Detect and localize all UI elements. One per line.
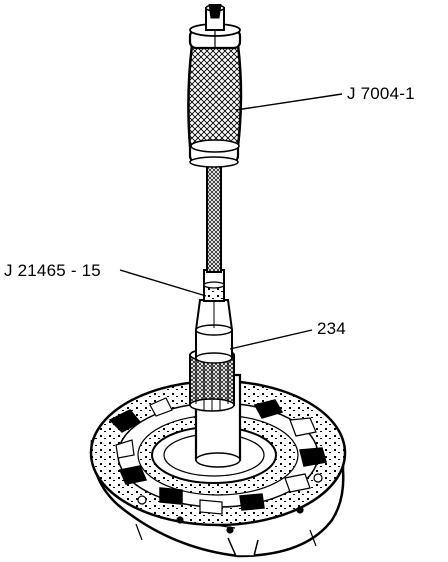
stator-shaft: [189, 348, 242, 468]
leader-234: [229, 329, 313, 350]
leader-lines: [119, 93, 343, 350]
callout-part: 234: [317, 319, 346, 338]
callout-slide-hammer: J 7004-1: [347, 84, 415, 103]
slide-hammer: [187, 3, 243, 168]
slide-hammer-shaft: [206, 159, 222, 273]
leader-j21465: [119, 269, 207, 297]
callout-adapter: J 21465 - 15: [4, 261, 101, 280]
adapter-tool: [194, 269, 234, 364]
leader-j7004: [235, 93, 343, 111]
